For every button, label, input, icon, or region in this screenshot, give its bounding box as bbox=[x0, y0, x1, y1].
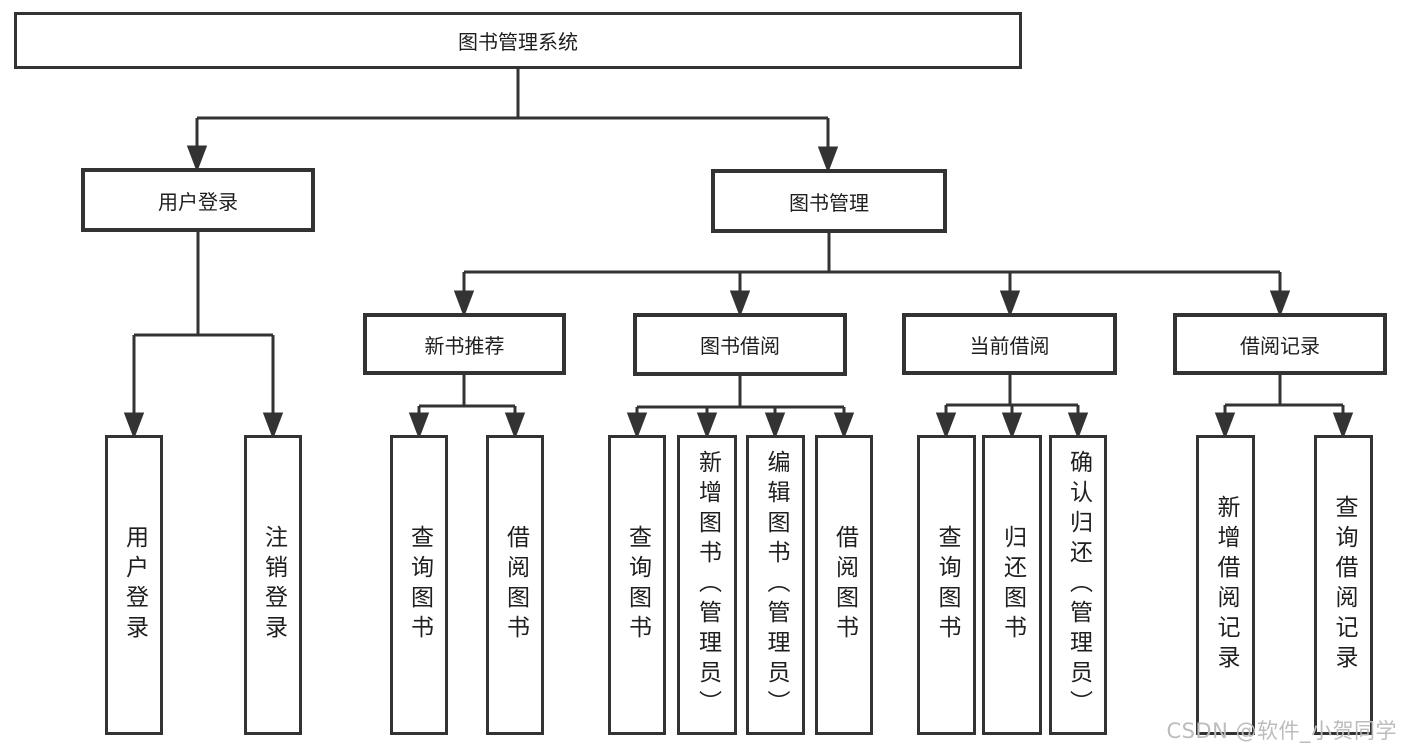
watermark-text: CSDN @软件_小贺同学 bbox=[1166, 719, 1397, 743]
node-current-borrow: 当前借阅 bbox=[902, 313, 1117, 375]
arrowhead-icon bbox=[186, 145, 208, 173]
node-book-management: 图书管理 bbox=[711, 169, 947, 233]
connector-current-borrow-children bbox=[935, 375, 1089, 440]
leaf-add-borrow-record: 新增借阅记录 bbox=[1196, 435, 1255, 735]
arrowhead-icon bbox=[1332, 412, 1354, 440]
arrowhead-icon bbox=[1269, 290, 1291, 318]
connector-lines bbox=[462, 233, 1282, 294]
arrowhead-icon bbox=[1214, 412, 1236, 440]
arrowhead-icon bbox=[729, 290, 751, 318]
arrowhead-icon bbox=[999, 290, 1021, 318]
node-label: 归还图书 bbox=[999, 525, 1026, 645]
connector-root-to-level2 bbox=[186, 68, 839, 174]
node-label: 查询图书 bbox=[406, 525, 433, 645]
node-label: 用户登录 bbox=[121, 525, 148, 645]
connector-borrow-record-children bbox=[1214, 375, 1354, 440]
node-book-borrow: 图书借阅 bbox=[633, 313, 847, 376]
node-label: 当前借阅 bbox=[969, 333, 1050, 358]
connector-lines bbox=[944, 375, 1080, 416]
node-label: 查询图书 bbox=[624, 525, 651, 645]
leaf-query-borrow-record: 查询借阅记录 bbox=[1314, 435, 1373, 735]
connector-lines bbox=[417, 375, 517, 416]
arrowhead-icon bbox=[764, 412, 786, 440]
node-label: 新增借阅记录 bbox=[1213, 495, 1239, 675]
arrowhead-icon bbox=[935, 412, 957, 440]
arrowhead-icon bbox=[817, 146, 839, 174]
leaf-confirm-return-admin: 确认归还（管理员） bbox=[1049, 435, 1107, 735]
arrowhead-icon bbox=[1067, 412, 1089, 440]
leaf-logout: 注销登录 bbox=[244, 435, 302, 735]
leaf-query-book-3: 查询图书 bbox=[917, 435, 976, 735]
leaf-query-book-2: 查询图书 bbox=[608, 435, 666, 735]
node-label: 新书推荐 bbox=[424, 333, 505, 358]
connector-new-book-children bbox=[408, 375, 526, 440]
connector-lines bbox=[132, 232, 275, 416]
arrowhead-icon bbox=[262, 412, 284, 440]
arrowhead-icon bbox=[408, 412, 430, 440]
connector-book-management-children bbox=[453, 233, 1291, 318]
node-label: 注销登录 bbox=[260, 525, 287, 645]
node-borrow-record: 借阅记录 bbox=[1173, 313, 1387, 375]
node-label: 借阅图书 bbox=[502, 525, 529, 645]
arrowhead-icon bbox=[1001, 412, 1023, 440]
arrowhead-icon bbox=[833, 412, 855, 440]
leaf-borrow-book-2: 借阅图书 bbox=[815, 435, 873, 735]
leaf-return-book: 归还图书 bbox=[982, 435, 1042, 735]
arrowhead-icon bbox=[626, 412, 648, 440]
arrowhead-icon bbox=[453, 290, 475, 318]
node-label: 确认归还（管理员） bbox=[1065, 450, 1092, 720]
node-user-login: 用户登录 bbox=[81, 168, 315, 232]
arrowhead-icon bbox=[123, 412, 145, 440]
node-label: 图书管理 bbox=[789, 190, 869, 215]
node-label: 图书借阅 bbox=[700, 334, 780, 358]
connector-lines bbox=[635, 376, 846, 416]
leaf-borrow-book-1: 借阅图书 bbox=[486, 435, 544, 735]
leaf-query-book-1: 查询图书 bbox=[390, 435, 448, 735]
node-label: 查询图书 bbox=[934, 525, 960, 645]
leaf-user-login: 用户登录 bbox=[105, 435, 163, 735]
node-label: 用户登录 bbox=[158, 189, 238, 214]
arrowhead-icon bbox=[504, 412, 526, 440]
node-label: 新增图书（管理员） bbox=[694, 450, 721, 720]
leaf-add-book-admin: 新增图书（管理员） bbox=[677, 435, 737, 735]
leaf-edit-book-admin: 编辑图书（管理员） bbox=[746, 435, 805, 735]
connector-user-login-children bbox=[123, 232, 284, 440]
node-label: 图书管理系统 bbox=[458, 30, 578, 54]
node-label: 查询借阅记录 bbox=[1331, 495, 1357, 675]
node-new-book-recommend: 新书推荐 bbox=[363, 313, 566, 375]
connector-book-borrow-children bbox=[626, 376, 855, 440]
connector-lines bbox=[195, 68, 830, 151]
arrowhead-icon bbox=[696, 412, 718, 440]
connector-lines bbox=[1223, 375, 1345, 416]
node-root-library-system: 图书管理系统 bbox=[14, 12, 1022, 69]
node-label: 借阅图书 bbox=[831, 525, 858, 645]
node-label: 编辑图书（管理员） bbox=[763, 450, 789, 720]
node-label: 借阅记录 bbox=[1240, 333, 1320, 358]
